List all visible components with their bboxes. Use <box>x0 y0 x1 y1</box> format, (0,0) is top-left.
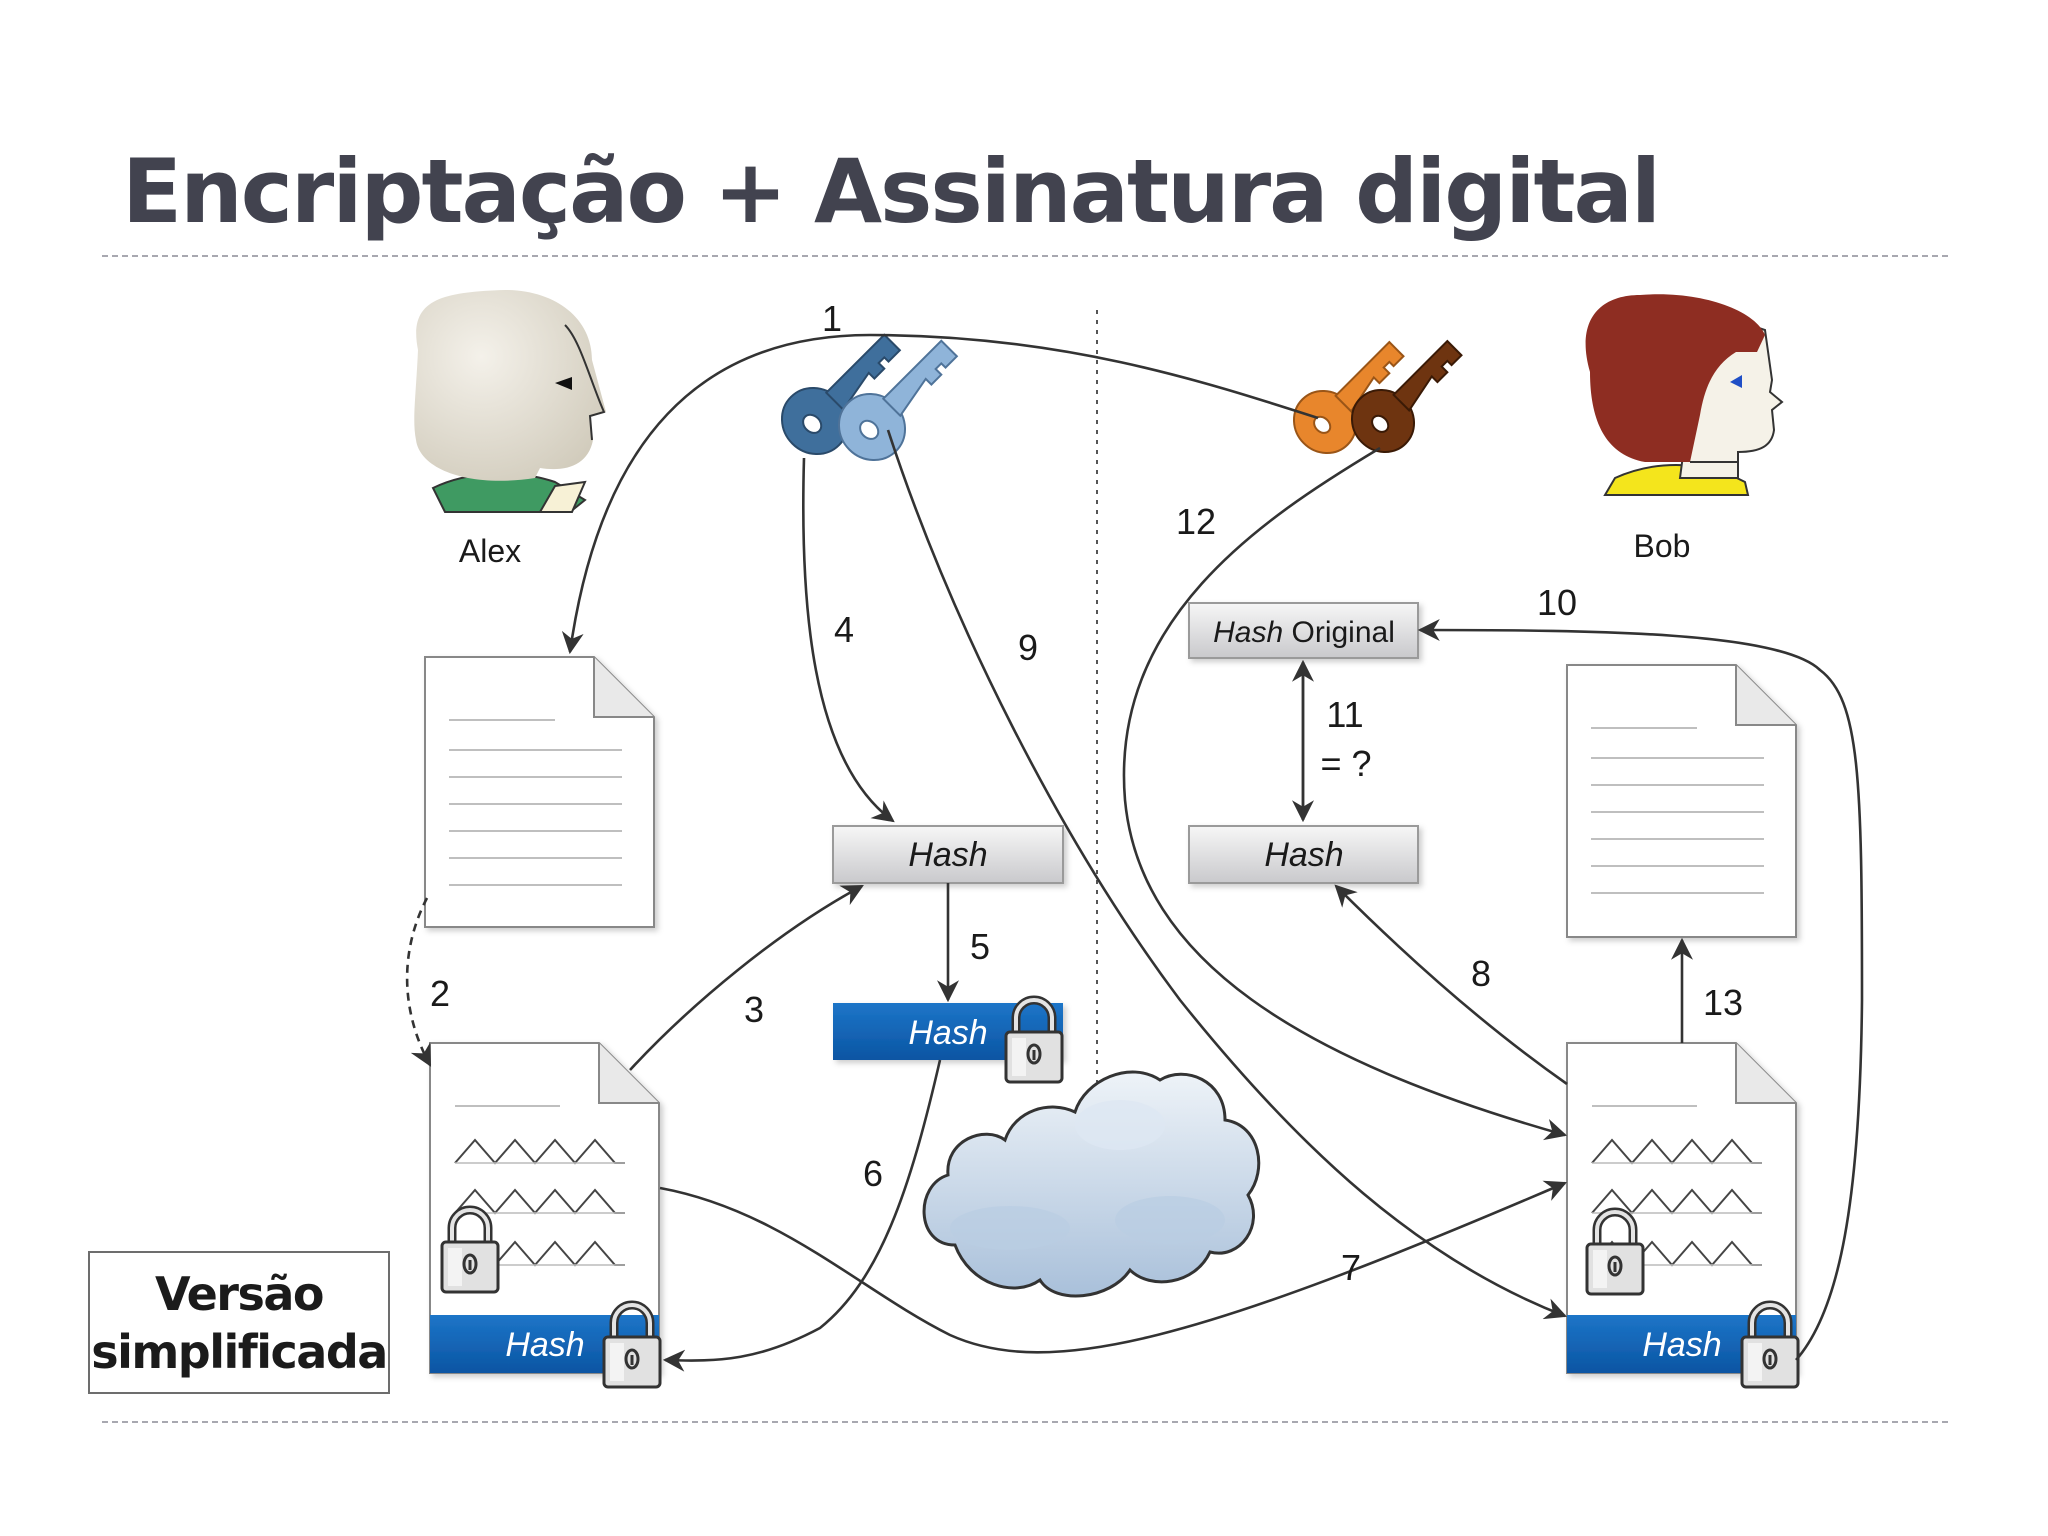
slide-title: Encriptação + Assinatura digital <box>122 140 1661 243</box>
alex-document-icon <box>424 656 655 928</box>
bob-document-icon <box>1566 664 1797 938</box>
bob-person-icon <box>1585 294 1784 496</box>
step-5-label: 5 <box>970 926 990 967</box>
step-13-label: 13 <box>1703 982 1743 1023</box>
step-4-label: 4 <box>834 609 854 650</box>
equality-check-label: = ? <box>1320 743 1371 784</box>
step-1-label: 1 <box>822 298 842 339</box>
bob-doc-hash-label: Hash <box>1642 1326 1721 1364</box>
step-12-label: 12 <box>1176 501 1216 542</box>
alex-label: Alex <box>459 533 521 569</box>
note-line-2: simplificada <box>91 1324 388 1379</box>
arrow-2 <box>405 897 432 1067</box>
hash-original-box <box>1188 602 1419 659</box>
arrow-6 <box>662 1059 942 1372</box>
title-divider <box>102 255 1948 257</box>
arrow-1 <box>561 333 1319 655</box>
arrow-8 <box>1334 884 1568 1086</box>
step-6-label: 6 <box>863 1153 883 1194</box>
step-8-label: 8 <box>1471 953 1491 994</box>
blue-keys-icon <box>780 333 959 462</box>
step-10-label: 10 <box>1537 582 1577 623</box>
cloud-icon <box>922 1070 1261 1298</box>
arrow-9 <box>886 429 1568 1320</box>
alex-person-icon <box>414 290 606 513</box>
arrow-10 <box>1417 619 1864 1361</box>
step-3-label: 3 <box>744 989 764 1030</box>
arrow-3 <box>629 884 864 1071</box>
alex-doc-hash-label: Hash <box>505 1326 584 1364</box>
arrow-4 <box>801 457 895 823</box>
bob-encrypted-document-icon <box>1566 1042 1797 1374</box>
simplified-version-note: Versão simplificada <box>88 1251 390 1394</box>
computed-hash-label: Hash <box>1264 836 1343 874</box>
step-11-label: 11 <box>1326 694 1363 735</box>
step-numbers: 1 2 3 4 5 6 7 8 9 10 11 = ? 12 13 <box>430 298 1743 1288</box>
computed-hash-box <box>1188 825 1419 884</box>
bob-label: Bob <box>1634 528 1691 564</box>
step-9-label: 9 <box>1018 627 1038 668</box>
arrow-12 <box>1122 446 1568 1141</box>
arrow-7 <box>659 1180 1568 1354</box>
bob-keys-icon <box>1292 339 1463 455</box>
hash-box-label: Hash <box>908 836 987 874</box>
hash-original-label: Hash Original <box>1213 616 1395 649</box>
footer-divider <box>102 1421 1948 1423</box>
encrypted-hash-label: Hash <box>908 1014 987 1052</box>
step-7-label: 7 <box>1341 1247 1361 1288</box>
note-line-1: Versão <box>155 1266 325 1321</box>
step-2-label: 2 <box>430 973 450 1014</box>
